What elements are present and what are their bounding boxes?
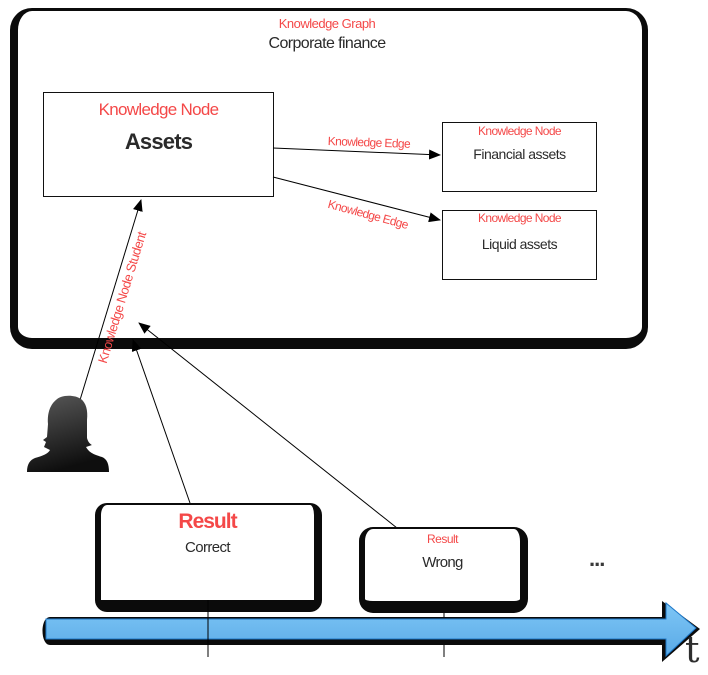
knowledge-graph-title: Corporate finance: [268, 35, 387, 52]
knowledge-edge-line-2: [272, 176, 441, 223]
result-value: Wrong: [422, 554, 463, 571]
student-edge-line: [79, 199, 143, 401]
node-name: Assets: [124, 129, 193, 154]
result-correct-edge-line: [131, 339, 191, 504]
person-silhouette-icon: [27, 395, 109, 472]
node-type-label: Knowledge Node: [98, 100, 219, 119]
result-value: Correct: [185, 539, 231, 556]
result-type-label: Result: [426, 532, 459, 546]
node-type-label: Knowledge Node: [477, 211, 562, 225]
result-wrong-edge-line: [138, 322, 398, 529]
knowledge-node-liquid-assets[interactable]: Knowledge Node Liquid assets: [442, 210, 597, 280]
timeline-arrow-body: [45, 601, 697, 658]
knowledge-node-assets[interactable]: Knowledge Node Assets: [43, 92, 274, 197]
node-type-label: Knowledge Node: [477, 124, 562, 138]
knowledge-node-financial-assets[interactable]: Knowledge Node Financial assets: [442, 122, 597, 192]
knowledge-edge-line-1: [272, 147, 441, 160]
result-box-wrong[interactable]: Result Wrong: [359, 527, 528, 613]
result-box-correct[interactable]: Result Correct: [95, 503, 322, 612]
knowledge-graph-type-label: Knowledge Graph: [278, 16, 376, 31]
result-type-label: Result: [178, 510, 237, 533]
more-results-indicator: ...: [589, 546, 605, 571]
node-name: Liquid assets: [481, 236, 558, 252]
node-name: Financial assets: [473, 146, 566, 162]
timeline-axis-label: t: [685, 630, 700, 671]
